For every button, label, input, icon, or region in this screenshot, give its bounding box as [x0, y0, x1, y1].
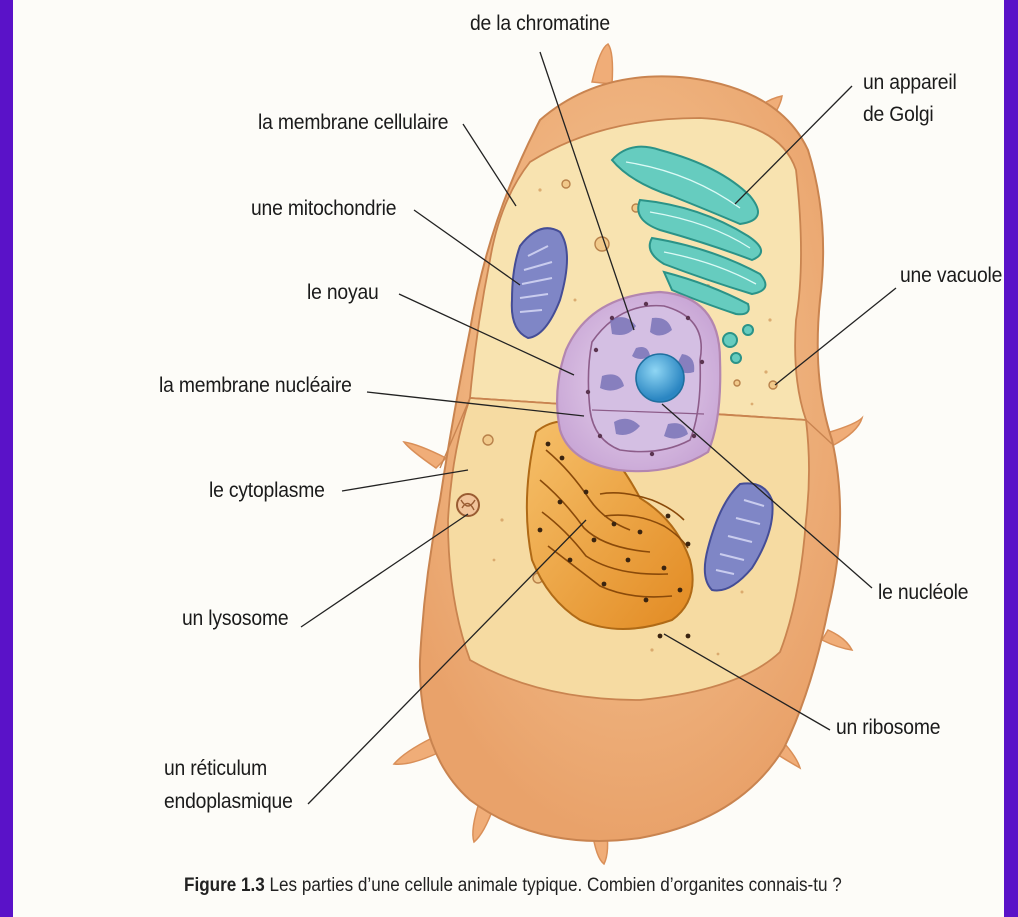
figure-caption: Figure 1.3 Les parties d’une cellule ani…	[184, 875, 842, 897]
label-ribosome: un ribosome	[836, 716, 940, 740]
label-vacuole: une vacuole	[900, 264, 1002, 288]
lysosome-organelle	[457, 494, 479, 516]
label-er-line1: un réticulum	[164, 757, 267, 781]
label-chromatin: de la chromatine	[470, 12, 610, 36]
label-lysosome: un lysosome	[182, 607, 288, 631]
label-cytoplasm: le cytoplasme	[209, 479, 325, 503]
label-nuclear-membrane: la membrane nucléaire	[159, 374, 352, 398]
label-nucleolus: le nucléole	[878, 581, 968, 605]
label-golgi-line2: de Golgi	[863, 103, 933, 127]
label-golgi-line1: un appareil	[863, 71, 957, 95]
label-er-line2: endoplasmique	[164, 790, 293, 814]
nucleolus-organelle	[636, 354, 684, 402]
figure-number: Figure 1.3	[184, 875, 265, 896]
label-mitochondrion: une mitochondrie	[251, 197, 396, 221]
figure-caption-text: Les parties d’une cellule animale typiqu…	[270, 875, 842, 896]
textbook-page: de la chromatine la membrane cellulaire …	[13, 0, 1004, 917]
label-nucleus: le noyau	[307, 281, 379, 305]
animal-cell-diagram	[13, 0, 1004, 917]
label-cell-membrane: la membrane cellulaire	[258, 111, 448, 135]
